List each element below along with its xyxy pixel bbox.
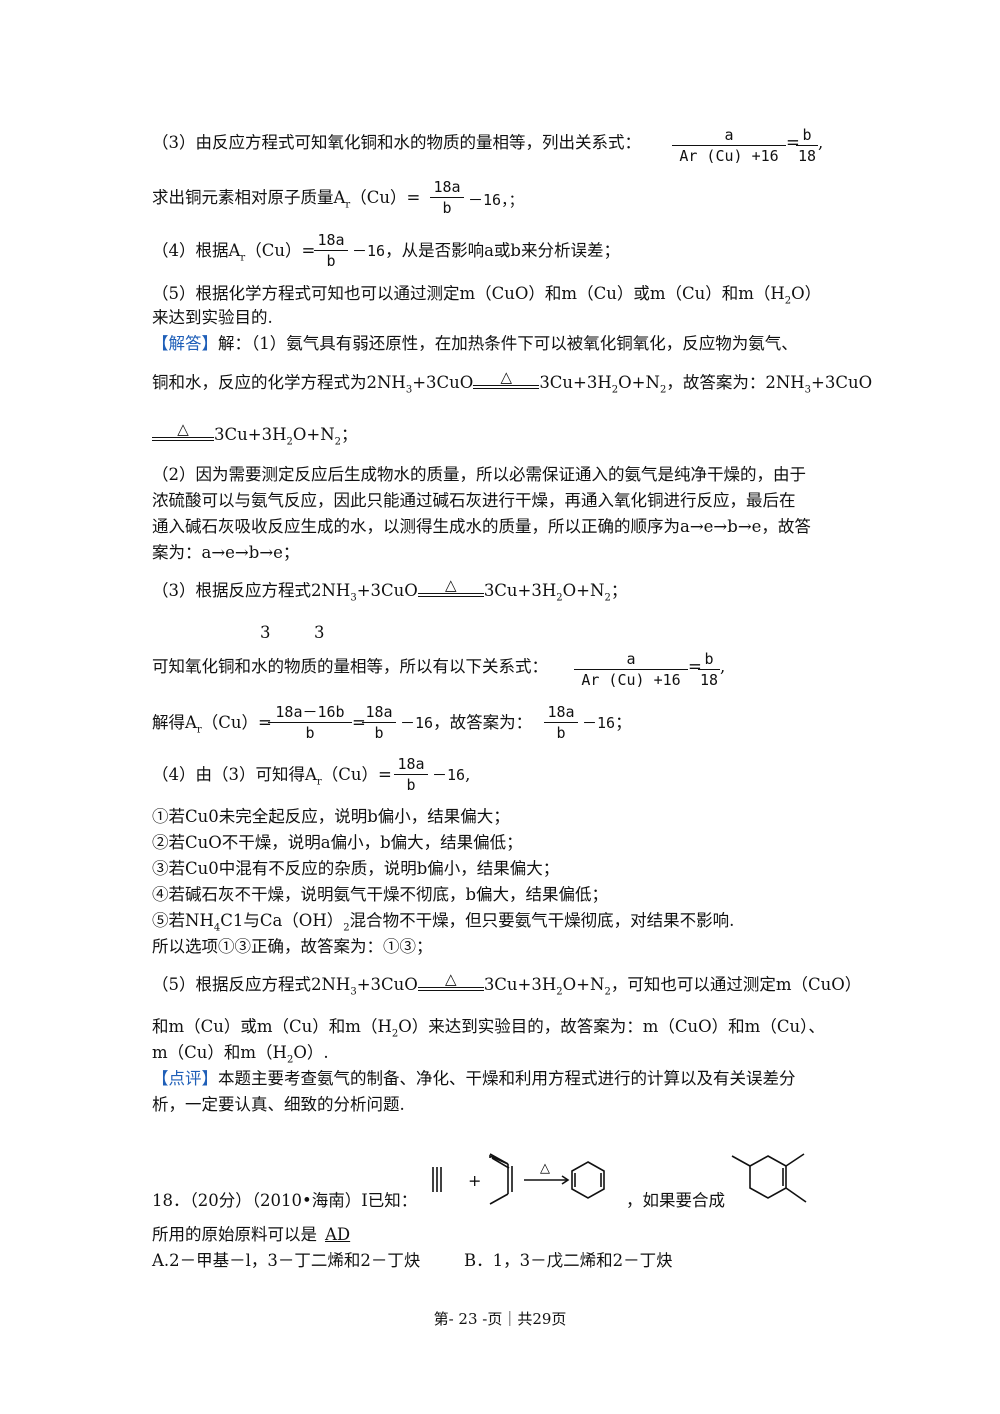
- solution-2-line3: 通入碱石灰吸收反应生成的水，以测得生成水的质量，所以正确的顺序为a→e→b→e，…: [152, 517, 811, 536]
- equals-sign-2: =: [688, 657, 702, 676]
- cyclohexadiene-ring: [571, 1161, 605, 1199]
- coefficient-3-a: 3: [260, 623, 271, 642]
- comma: ,: [818, 133, 824, 152]
- comment-line1: 【点评】本题主要考查氨气的制备、净化、干燥和利用方程式进行的计算以及有关误差分: [152, 1069, 796, 1088]
- analysis-4-line: （4）根据Ar（Cu）=: [152, 241, 316, 264]
- solution-5-line2: 和m（Cu）或m（Cu）和m（H2O）来达到实验目的，故答案为：m（CuO）和m…: [152, 1017, 825, 1040]
- solve-line: 解得Ar（Cu）=: [152, 713, 272, 736]
- heating-condition-arrow-2: △: [152, 421, 214, 441]
- solution-line2: 铜和水，反应的化学方程式为2NH3+3CuO△3Cu+3H2O+N2，故答案为：…: [152, 368, 873, 396]
- page-footer: 第- 23 -页｜共29页: [433, 1310, 567, 1328]
- solve-answer-tail: －16；: [582, 713, 632, 732]
- error-item-3: ③若Cu0中混有不反应的杂质，说明b偏小，结果偏大；: [152, 859, 560, 878]
- methyl-2: [785, 1153, 805, 1167]
- equals-sign: =: [786, 133, 800, 152]
- solution-3-equation: （3）根据反应方程式2NH3+3CuO△3Cu+3H2O+N2；: [152, 576, 628, 604]
- methyl-3: [785, 1187, 807, 1203]
- solution-3-relation: 可知氧化铜和水的物质的量相等，所以有以下关系式：: [152, 657, 548, 676]
- comma-2: ,: [720, 657, 726, 676]
- solution-2-line1: （2）因为需要测定反应后生成物水的质量，所以必需保证通入的氨气是纯净干燥的，由于: [152, 465, 806, 484]
- solution-2-line4: 案为：a→e→b→e；: [152, 543, 300, 562]
- heating-condition-arrow-4: △: [417, 971, 484, 991]
- question-18-mid: ，如果要合成: [626, 1191, 725, 1210]
- heating-condition-arrow: △: [473, 369, 540, 389]
- solution-tag: 【解答】: [152, 334, 218, 353]
- analysis-5-line2: 来达到实验目的.: [152, 308, 273, 327]
- solution-4-tail: －16,: [432, 765, 471, 784]
- heat-triangle: △: [540, 1161, 550, 1176]
- analysis-3b-line: 求出铜元素相对原子质量Ar（Cu）=: [152, 188, 421, 211]
- target-molecule-structure: [731, 1153, 807, 1203]
- methyl-1: [731, 1155, 751, 1167]
- solution-2-line2: 浓硫酸可以与氨气反应，因此只能通过碱石灰进行干燥，再通入氧化铜进行反应，最后在: [152, 491, 796, 510]
- question-18-stem: 18．（20分）（2010•海南）I已知：: [152, 1191, 418, 1210]
- plus-sign: +: [468, 1171, 481, 1190]
- error-item-5: ⑤若NH4C1与Ca（OH）2混合物不干燥，但只要氨气干燥彻底，对结果不影响.: [152, 911, 735, 934]
- solution-5-line3: m（Cu）和m（H2O）.: [152, 1043, 329, 1066]
- comment-line2: 析，一定要认真、细致的分析问题.: [152, 1095, 405, 1114]
- answer-blank: AD: [325, 1225, 351, 1244]
- analysis-4-tail: －16，从是否影响a或b来分析误差；: [352, 241, 620, 260]
- error-item-2: ②若CuO不干燥，说明a偏小，b偏大，结果偏低；: [152, 833, 523, 852]
- choice-conclusion: 所以选项①③正确，故答案为：①③；: [152, 937, 433, 956]
- analysis-5-line1: （5）根据化学方程式可知也可以通过测定m（CuO）和m（Cu）或m（Cu）和m（…: [152, 284, 822, 307]
- option-a: A.2－甲基－l，3－丁二烯和2－丁炔: [152, 1251, 421, 1270]
- error-item-1: ①若Cu0未完全起反应，说明b偏小，结果偏大；: [152, 807, 510, 826]
- coefficient-3-b: 3: [314, 623, 325, 642]
- error-item-4: ④若碱石灰不干燥，说明氨气干燥不彻底，b偏大，结果偏低；: [152, 885, 609, 904]
- solution-4-line: （4）由（3）可知得Ar（Cu）=: [152, 765, 392, 788]
- diels-alder-reaction-scheme: + △: [432, 1153, 605, 1205]
- comment-tag: 【点评】: [152, 1069, 218, 1088]
- analysis-3-line: （3）由反应方程式可知氧化铜和水的物质的量相等，列出关系式：: [152, 133, 641, 152]
- solve-answer: －16，故答案为：: [400, 713, 533, 732]
- heating-condition-arrow-3: △: [417, 577, 484, 597]
- minus-16: －16，；: [468, 191, 524, 209]
- solution-line1: 【解答】解：（1）氨气具有弱还原性，在加热条件下可以被氧化铜氧化，反应物为氨气、: [152, 334, 798, 353]
- solution-5-line1: （5）根据反应方程式2NH3+3CuO△3Cu+3H2O+N2，可知也可以通过测…: [152, 970, 862, 998]
- option-b: B．1，3－戊二烯和2－丁炔: [464, 1251, 673, 1270]
- solution-line3: △3Cu+3H2O+N2；: [152, 421, 358, 455]
- equals-sign-3: =: [352, 713, 366, 732]
- target-ring: [749, 1155, 787, 1199]
